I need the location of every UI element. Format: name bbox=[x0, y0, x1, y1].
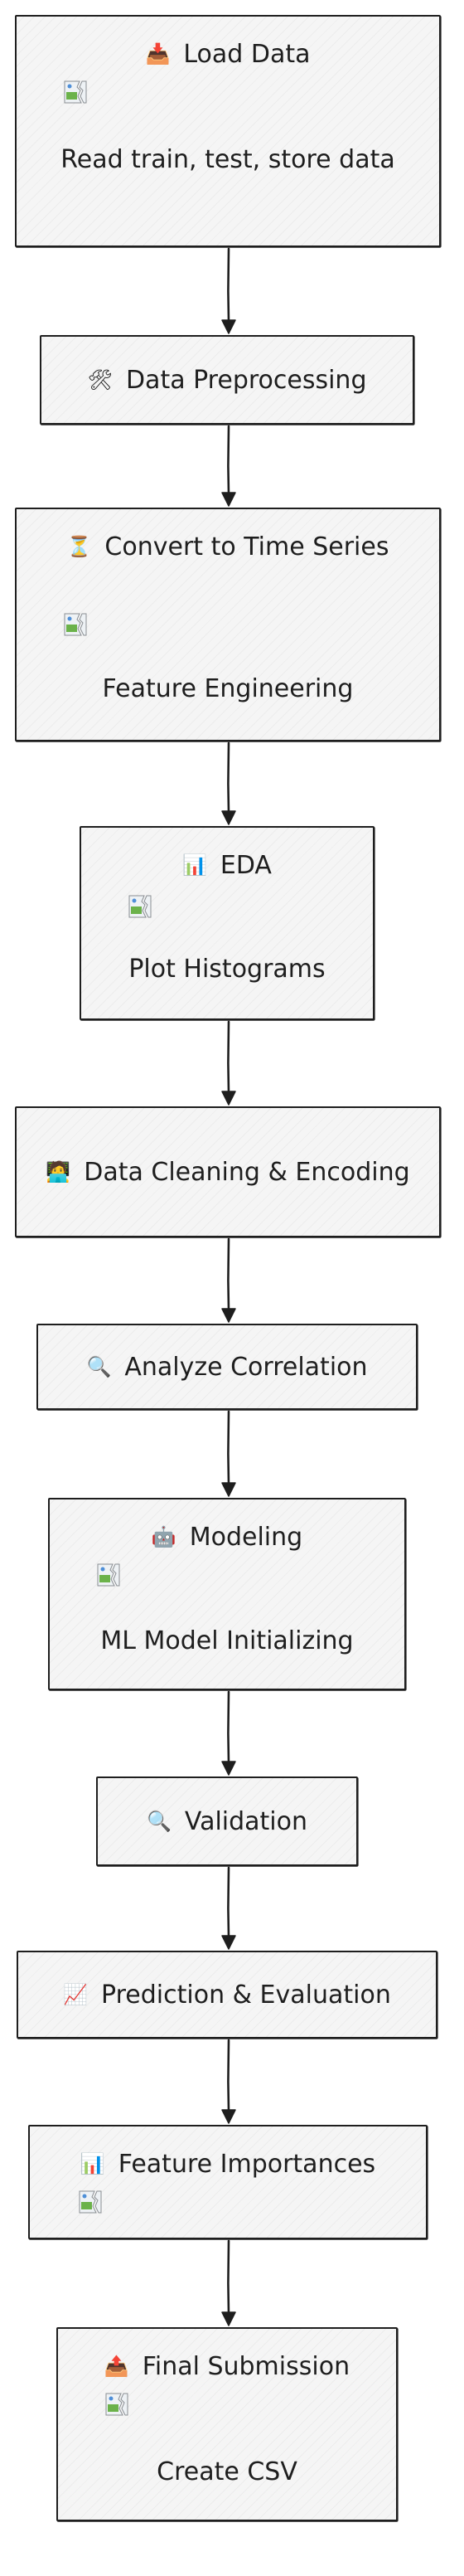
edge-validation-to-prediction-evaluation bbox=[221, 1866, 236, 1950]
node-modeling: 🤖 Modeling ML Model Initializing bbox=[48, 1498, 406, 1690]
broken-image-icon bbox=[63, 612, 88, 637]
node-analyze-correlation: 🔍 Analyze Correlation bbox=[36, 1324, 418, 1410]
node-description: Read train, test, store data bbox=[60, 145, 395, 174]
edge-modeling-to-validation bbox=[221, 1690, 236, 1776]
magnifier-icon: 🔍 bbox=[146, 1809, 172, 1833]
edge-prediction-evaluation-to-feature-importances bbox=[221, 2039, 236, 2124]
chart-increasing-icon: 📈 bbox=[63, 1982, 89, 2006]
node-label: Final Submission bbox=[142, 2352, 350, 2381]
node-label: Analyze Correlation bbox=[124, 1352, 368, 1382]
node-title: 📊 Feature Importances bbox=[56, 2145, 400, 2184]
broken-image-icon bbox=[128, 894, 152, 919]
edge-load-data-to-data-preprocessing bbox=[221, 247, 236, 334]
node-label: Data Preprocessing bbox=[125, 365, 367, 395]
edge-eda-to-data-cleaning-encoding bbox=[221, 1020, 236, 1106]
broken-image-icon bbox=[96, 1563, 121, 1587]
node-validation: 🔍 Validation bbox=[96, 1776, 358, 1866]
node-title: 📤 Final Submission bbox=[80, 2347, 375, 2386]
node-label: Validation bbox=[184, 1806, 308, 1836]
node-label: Modeling bbox=[189, 1523, 303, 1552]
bar-chart-icon: 📊 bbox=[80, 2152, 105, 2175]
edge-data-cleaning-encoding-to-analyze-correlation bbox=[221, 1237, 236, 1323]
node-prediction-evaluation: 📈 Prediction & Evaluation bbox=[17, 1951, 437, 2039]
tools-icon: 🛠 bbox=[87, 367, 113, 391]
node-label: Feature Importances bbox=[118, 2150, 376, 2179]
outbox-tray-icon: 📤 bbox=[104, 2355, 129, 2378]
node-feature-importances: 📊 Feature Importances bbox=[28, 2125, 428, 2239]
broken-image-icon bbox=[78, 2190, 103, 2214]
edge-convert-time-series-to-eda bbox=[221, 741, 236, 825]
node-label: EDA bbox=[220, 851, 272, 880]
node-title: 📈 Prediction & Evaluation bbox=[38, 1976, 416, 2015]
node-title: 🛠 Data Preprocessing bbox=[62, 361, 391, 400]
node-title: 📥 Load Data bbox=[120, 35, 335, 74]
node-title: 📊 EDA bbox=[157, 846, 297, 885]
node-title: 🔍 Analyze Correlation bbox=[61, 1348, 392, 1387]
node-label: Convert to Time Series bbox=[104, 532, 389, 561]
bar-chart-icon: 📊 bbox=[182, 853, 207, 877]
node-label: Prediction & Evaluation bbox=[101, 1980, 391, 2010]
node-title: 🤖 Modeling bbox=[127, 1518, 327, 1557]
robot-icon: 🤖 bbox=[151, 1525, 176, 1548]
node-description: ML Model Initializing bbox=[100, 1626, 354, 1655]
hourglass-icon: ⏳ bbox=[66, 535, 92, 558]
inbox-tray-icon: 📥 bbox=[145, 42, 171, 66]
node-description: Create CSV bbox=[157, 2457, 297, 2486]
magnifier-icon: 🔍 bbox=[86, 1354, 112, 1378]
node-description: Plot Histograms bbox=[128, 955, 326, 984]
node-data-cleaning-encoding: 🧑‍💻 Data Cleaning & Encoding bbox=[15, 1106, 441, 1237]
node-eda: 📊 EDA Plot Histograms bbox=[80, 826, 375, 1020]
edge-feature-importances-to-final-submission bbox=[221, 2239, 236, 2326]
node-title: 🔍 Validation bbox=[122, 1802, 332, 1841]
node-title: 🧑‍💻 Data Cleaning & Encoding bbox=[21, 1153, 434, 1192]
broken-image-icon bbox=[63, 80, 88, 104]
edge-data-preprocessing-to-convert-time-series bbox=[221, 425, 236, 507]
node-label: Data Cleaning & Encoding bbox=[84, 1157, 410, 1187]
node-label: Load Data bbox=[183, 40, 311, 69]
edge-analyze-correlation-to-modeling bbox=[221, 1410, 236, 1497]
node-description: Feature Engineering bbox=[102, 674, 354, 703]
node-data-preprocessing: 🛠 Data Preprocessing bbox=[40, 335, 414, 425]
node-title: ⏳ Convert to Time Series bbox=[42, 527, 414, 566]
technologist-icon: 🧑‍💻 bbox=[46, 1159, 71, 1184]
broken-image-icon bbox=[104, 2392, 129, 2417]
